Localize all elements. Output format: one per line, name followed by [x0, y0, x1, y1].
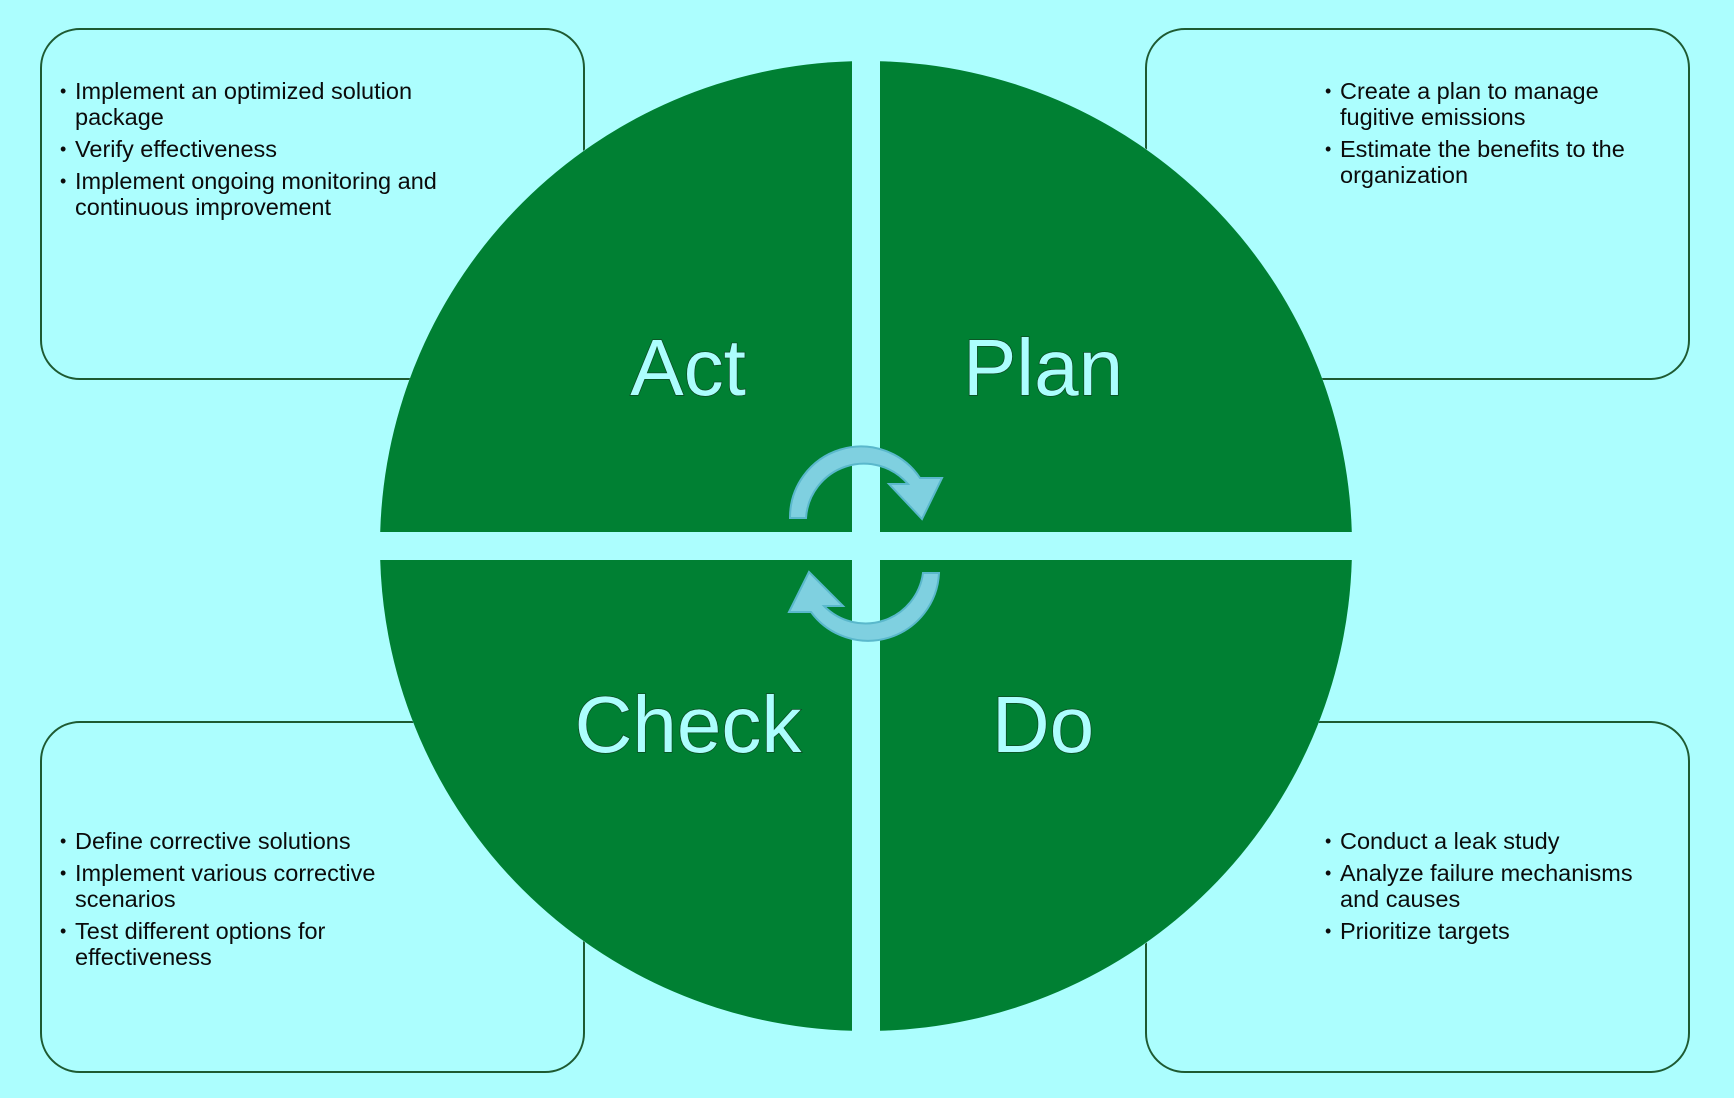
- quadrant-do: [880, 560, 1352, 1031]
- label-plan: Plan: [963, 323, 1123, 412]
- list-item: Implement an optimized solution package: [60, 78, 460, 130]
- list-item: Define corrective solutions: [60, 828, 450, 854]
- list-item: Implement various corrective scenarios: [60, 860, 450, 912]
- list-item: Prioritize targets: [1325, 918, 1665, 944]
- list-item: Create a plan to manage fugitive emissio…: [1325, 78, 1665, 130]
- list-item: Verify effectiveness: [60, 136, 460, 162]
- list-item: Conduct a leak study: [1325, 828, 1665, 854]
- quadrant-check: [380, 560, 852, 1031]
- check-bullet-list: Define corrective solutions Implement va…: [60, 828, 450, 976]
- curved-arrow-top-icon: [788, 445, 944, 521]
- act-bullet-list: Implement an optimized solution package …: [60, 78, 460, 226]
- list-item: Implement ongoing monitoring and continu…: [60, 168, 460, 220]
- plan-bullet-list: Create a plan to manage fugitive emissio…: [1325, 78, 1665, 194]
- curved-arrow-bottom-icon: [787, 570, 941, 642]
- label-check: Check: [575, 680, 803, 769]
- quadrant-plan: [880, 61, 1352, 532]
- do-bullet-list: Conduct a leak study Analyze failure mec…: [1325, 828, 1665, 950]
- label-act: Act: [630, 323, 746, 412]
- list-item: Test different options for effectiveness: [60, 918, 450, 970]
- list-item: Estimate the benefits to the organizatio…: [1325, 136, 1665, 188]
- list-item: Analyze failure mechanisms and causes: [1325, 860, 1665, 912]
- label-do: Do: [992, 680, 1094, 769]
- quadrant-act: [380, 61, 852, 532]
